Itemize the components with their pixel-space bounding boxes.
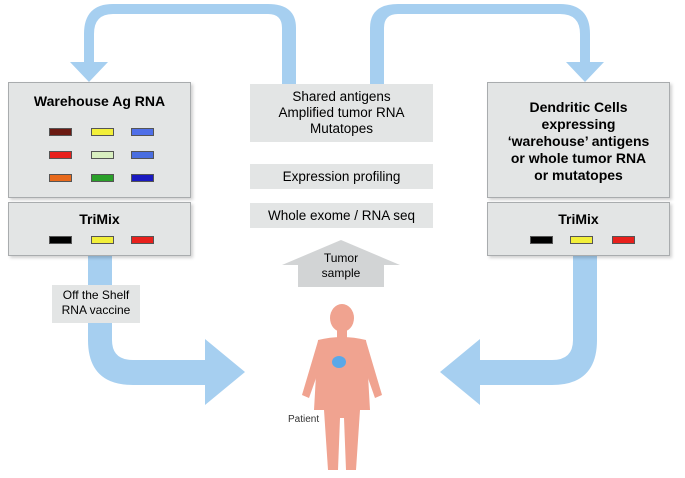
tumor-sample-label: Tumor sample <box>300 251 382 281</box>
off-shelf-line-1: Off the Shelf <box>62 288 130 302</box>
patient-label: Patient <box>288 414 320 425</box>
antigens-line-1: Shared antigens <box>292 89 391 104</box>
warehouse-swatch-2 <box>91 128 114 136</box>
trimix-left-swatch-1 <box>49 236 72 244</box>
tumor-sample-line-2: sample <box>321 266 361 280</box>
dendritic-cells-title: Dendritic Cells expressing ‘warehouse’ a… <box>488 99 669 184</box>
dendritic-line-4: or whole tumor RNA <box>510 150 647 166</box>
dendritic-cells-box: Dendritic Cells expressing ‘warehouse’ a… <box>487 82 670 198</box>
dendritic-line-2: expressing <box>541 116 616 132</box>
dendritic-line-3: ‘warehouse’ antigens <box>507 133 650 149</box>
trimix-left-box: TriMix <box>8 202 191 256</box>
patient-figure <box>302 304 382 470</box>
antigens-label: Shared antigens Amplified tumor RNA Muta… <box>250 84 433 142</box>
expression-profiling-label: Expression profiling <box>250 164 433 189</box>
warehouse-swatch-8 <box>91 174 114 182</box>
warehouse-swatch-6 <box>131 151 154 159</box>
warehouse-ag-rna-box: Warehouse Ag RNA <box>8 82 191 198</box>
warehouse-swatch-1 <box>49 128 72 136</box>
tumor-sample-line-1: Tumor <box>323 251 359 265</box>
dendritic-line-1: Dendritic Cells <box>529 99 628 115</box>
arrow-bottom-left <box>88 256 245 405</box>
warehouse-swatch-7 <box>49 174 72 182</box>
trimix-left-swatch-3 <box>131 236 154 244</box>
off-the-shelf-label: Off the Shelf RNA vaccine <box>52 285 140 323</box>
warehouse-swatch-5 <box>91 151 114 159</box>
tumor-sample-arrow <box>282 240 400 287</box>
trimix-right-swatch-2 <box>570 236 593 244</box>
warehouse-ag-rna-title: Warehouse Ag RNA <box>33 93 166 109</box>
warehouse-swatch-9 <box>131 174 154 182</box>
trimix-left-title: TriMix <box>79 211 120 227</box>
trimix-right-box: TriMix <box>487 202 670 256</box>
arrow-top-left <box>70 4 296 84</box>
antigens-line-2: Amplified tumor RNA <box>278 105 405 120</box>
trimix-left-swatch-2 <box>91 236 114 244</box>
warehouse-swatch-3 <box>131 128 154 136</box>
trimix-right-swatch-1 <box>530 236 553 244</box>
trimix-right-title: TriMix <box>558 211 599 227</box>
warehouse-swatch-4 <box>49 151 72 159</box>
off-shelf-line-2: RNA vaccine <box>61 303 131 317</box>
antigens-line-3: Mutatopes <box>309 121 374 136</box>
tumor-spot <box>332 356 346 368</box>
arrow-top-right <box>370 4 604 84</box>
dendritic-line-5: or mutatopes <box>534 167 623 183</box>
arrow-bottom-right <box>440 256 597 405</box>
trimix-right-swatch-3 <box>612 236 635 244</box>
sequencing-label: Whole exome / RNA seq <box>250 203 433 228</box>
